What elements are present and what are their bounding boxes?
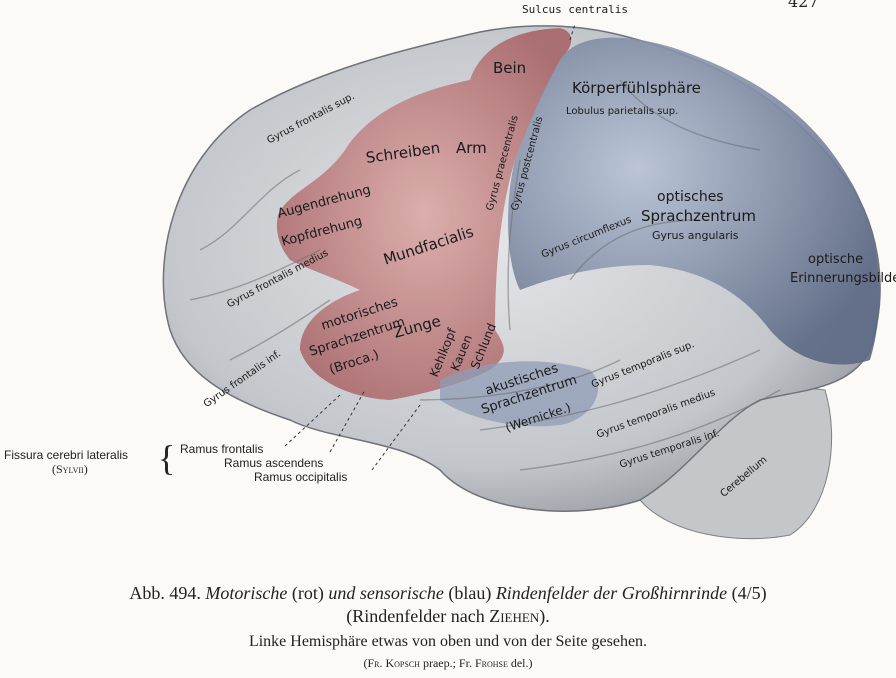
credit-part: (Fr. <box>363 656 383 670</box>
sensory-region <box>508 37 880 365</box>
acoustic-region <box>440 361 599 427</box>
label-sulcus-centralis: Sulcus centralis <box>522 3 628 16</box>
label-arm: Arm <box>456 139 487 157</box>
caption-line2-text: (Rindenfelder nach <box>346 606 485 626</box>
caption-rot: (rot) <box>291 583 324 603</box>
credit-part: praep.; Fr. <box>422 656 472 670</box>
caption-author-ziehen: Ziehen <box>489 606 540 626</box>
figure-caption-line1: Abb. 494. Motorische (rot) und sensorisc… <box>0 583 896 604</box>
label-optisches: optisches <box>657 189 724 205</box>
caption-scale: (4/5) <box>731 583 767 603</box>
brain-illustration <box>162 23 881 540</box>
fissura-subtitle: (Sylvii) <box>52 462 88 476</box>
ramus-ascendens: Ramus ascendens <box>224 456 324 470</box>
credit-kopsch: Kopsch <box>385 656 420 670</box>
label-gyrus-angularis: Gyrus angularis <box>652 229 739 242</box>
label-bein: Bein <box>493 59 527 77</box>
credit-part: del.) <box>510 656 533 670</box>
motor-region <box>276 28 572 400</box>
ramus-frontalis: Ramus frontalis <box>180 442 264 456</box>
fissura-brace: { <box>158 438 176 478</box>
caption-rindenfelder: Rindenfelder der Großhirnrinde <box>495 583 728 603</box>
caption-blau: (blau) <box>448 583 492 603</box>
page-number: 427 <box>788 0 819 11</box>
label-sprachzentrum-opt: Sprachzentrum <box>641 207 756 225</box>
figure-credit: (Fr. Kopsch praep.; Fr. Frohse del.) <box>0 656 896 671</box>
ramus-occipitalis: Ramus occipitalis <box>254 470 348 484</box>
caption-figure-number: Abb. 494. <box>129 583 201 603</box>
fissura-title: Fissura cerebri lateralis <box>4 448 129 462</box>
caption-motorische: Motorische <box>205 583 288 603</box>
credit-frohse: Frohse <box>474 656 508 670</box>
figure-caption-line2: (Rindenfelder nach Ziehen). <box>0 606 896 627</box>
label-optische: optische <box>808 252 864 267</box>
label-lobulus-parietalis-sup: Lobulus parietalis sup. <box>566 106 679 117</box>
label-koerperfuehlsphaere: Körperfühlsphäre <box>572 79 701 97</box>
caption-line2-end: ). <box>539 606 550 626</box>
figure-caption-line3: Linke Hemisphäre etwas von oben und von … <box>248 633 648 650</box>
fissura-pointer-lines <box>284 23 576 471</box>
label-erinnerungsbilder: Erinnerungsbilder <box>790 271 896 286</box>
caption-sensorische: und sensorische <box>328 583 444 603</box>
gyri-lines <box>189 79 781 471</box>
